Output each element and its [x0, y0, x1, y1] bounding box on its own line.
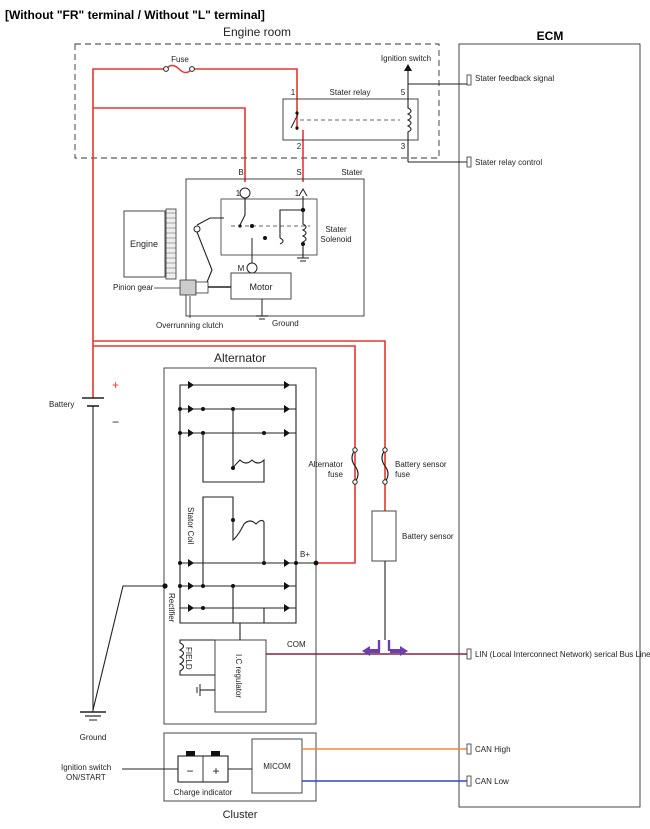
ecm-lin-label: LIN (Local Interconnect Network) serical…	[475, 650, 650, 659]
stater-pin-1b: 1	[295, 189, 300, 198]
battery-minus-sign: −	[112, 415, 119, 429]
stater-solenoid-label-2: Solenoid	[320, 235, 351, 244]
alternator-fuse-label-2: fuse	[328, 470, 344, 479]
field-coil	[178, 639, 215, 676]
ecm-box	[458, 43, 641, 808]
fuse-label: Fuse	[171, 55, 189, 64]
ecm-feedback-label: Stater feedback signal	[475, 74, 554, 83]
engine-room-label: Engine room	[223, 25, 291, 39]
b-plus-label: B+	[300, 550, 310, 559]
alternator-b-plus-wire	[93, 345, 356, 564]
fuse-to-relay-wire	[192, 68, 298, 130]
relay-pin-1: 1	[291, 88, 296, 97]
terminal-m-circle	[246, 262, 258, 274]
terminal-b-circle	[239, 187, 251, 199]
diagram-title: [Without "FR" terminal / Without "L" ter…	[5, 8, 265, 22]
stater-solenoid-label-1: Stater	[325, 225, 347, 234]
battery-sensor-label: Battery sensor	[402, 532, 454, 541]
battery-sensor-fuse-label-2: fuse	[395, 470, 411, 479]
relay-pin-2: 2	[297, 142, 302, 151]
micom-label: MICOM	[263, 762, 291, 771]
stater-label: Stater	[341, 168, 363, 177]
relay-coil	[406, 99, 412, 140]
cluster-label: Cluster	[223, 809, 258, 821]
stater-terminal-m: M	[238, 264, 245, 273]
stator-coil-upper	[202, 409, 265, 483]
stator-coil-label: Stator Coil	[186, 507, 195, 545]
micom-box	[251, 738, 303, 794]
ecm-can-low-label: CAN Low	[475, 777, 509, 786]
battery-to-starter-b-wire	[93, 107, 246, 182]
stater-terminal-s: S	[296, 168, 301, 177]
ignition-switch-label: Ignition switch	[381, 54, 431, 63]
alternator-box	[163, 367, 317, 725]
battery-sensor-fuse-label-1: Battery sensor	[395, 460, 447, 469]
com-label: COM	[287, 640, 306, 649]
relay-pin-5: 5	[401, 88, 406, 97]
rectifier-frame	[179, 384, 297, 624]
stater-terminal-b: B	[238, 168, 243, 177]
pinion-gear	[179, 279, 197, 296]
charge-indicator-label: Charge indicator	[174, 788, 233, 797]
field-label: FIELD	[184, 647, 193, 670]
ignition-on-start-label-1: Ignition switch	[61, 763, 111, 772]
stater-box	[185, 178, 365, 317]
lin-arrow-right-icon	[390, 646, 408, 656]
ignition-on-start-label-2: ON/START	[66, 773, 106, 782]
stater-pin-1a: 1	[236, 189, 241, 198]
ecm-label: ECM	[537, 29, 564, 43]
battery-label: Battery	[49, 400, 74, 409]
ignition-switch-arrow-icon	[404, 64, 412, 71]
ground-starter-label: Ground	[272, 319, 299, 328]
battery-positive-wire	[92, 68, 166, 385]
stater-relay-label: Stater relay	[330, 88, 371, 97]
main-fuse	[165, 64, 193, 74]
cluster-box	[163, 732, 317, 802]
rectifier-diodes	[180, 381, 316, 612]
engine-room-boundary	[74, 43, 440, 159]
battery-sensor-fuse	[381, 449, 389, 483]
flywheel-ring-gear	[165, 208, 177, 280]
solenoid-outline	[220, 198, 318, 256]
battery-plus-sign: +	[112, 378, 119, 392]
charge-plus-sign: +	[212, 764, 219, 778]
lin-arrow-left-icon	[362, 646, 380, 656]
alternator-fuse-label-1: Alternator	[308, 460, 343, 469]
overrunning-clutch-label: Overrunning clutch	[156, 321, 223, 330]
shift-lever	[196, 217, 224, 226]
charge-minus-sign: −	[186, 764, 193, 778]
relay-switch	[290, 113, 299, 129]
engine-box	[123, 210, 166, 278]
motor-box	[230, 272, 292, 300]
battery-sensor-feed-wire	[93, 340, 386, 511]
engine-label: Engine	[130, 239, 158, 249]
ground-main-label: Ground	[80, 733, 107, 742]
ground-to-rectifier-wire	[92, 585, 165, 711]
ic-regulator-label: I.C regulator	[234, 654, 243, 698]
ecm-can-high-label: CAN High	[475, 745, 511, 754]
ecm-relay-control-label: Stater relay control	[475, 158, 542, 167]
alternator-label: Alternator	[214, 351, 266, 365]
stator-coil-lower	[202, 496, 265, 586]
battery-sensor-box	[371, 510, 397, 562]
stater-relay-box	[282, 98, 419, 141]
pinion-gear-label: Pinion gear	[113, 283, 154, 292]
rectifier-label: Rectifier	[167, 593, 176, 623]
relay-pin-3: 3	[401, 142, 406, 151]
alternator-fuse	[351, 449, 359, 483]
motor-label: Motor	[249, 282, 272, 292]
